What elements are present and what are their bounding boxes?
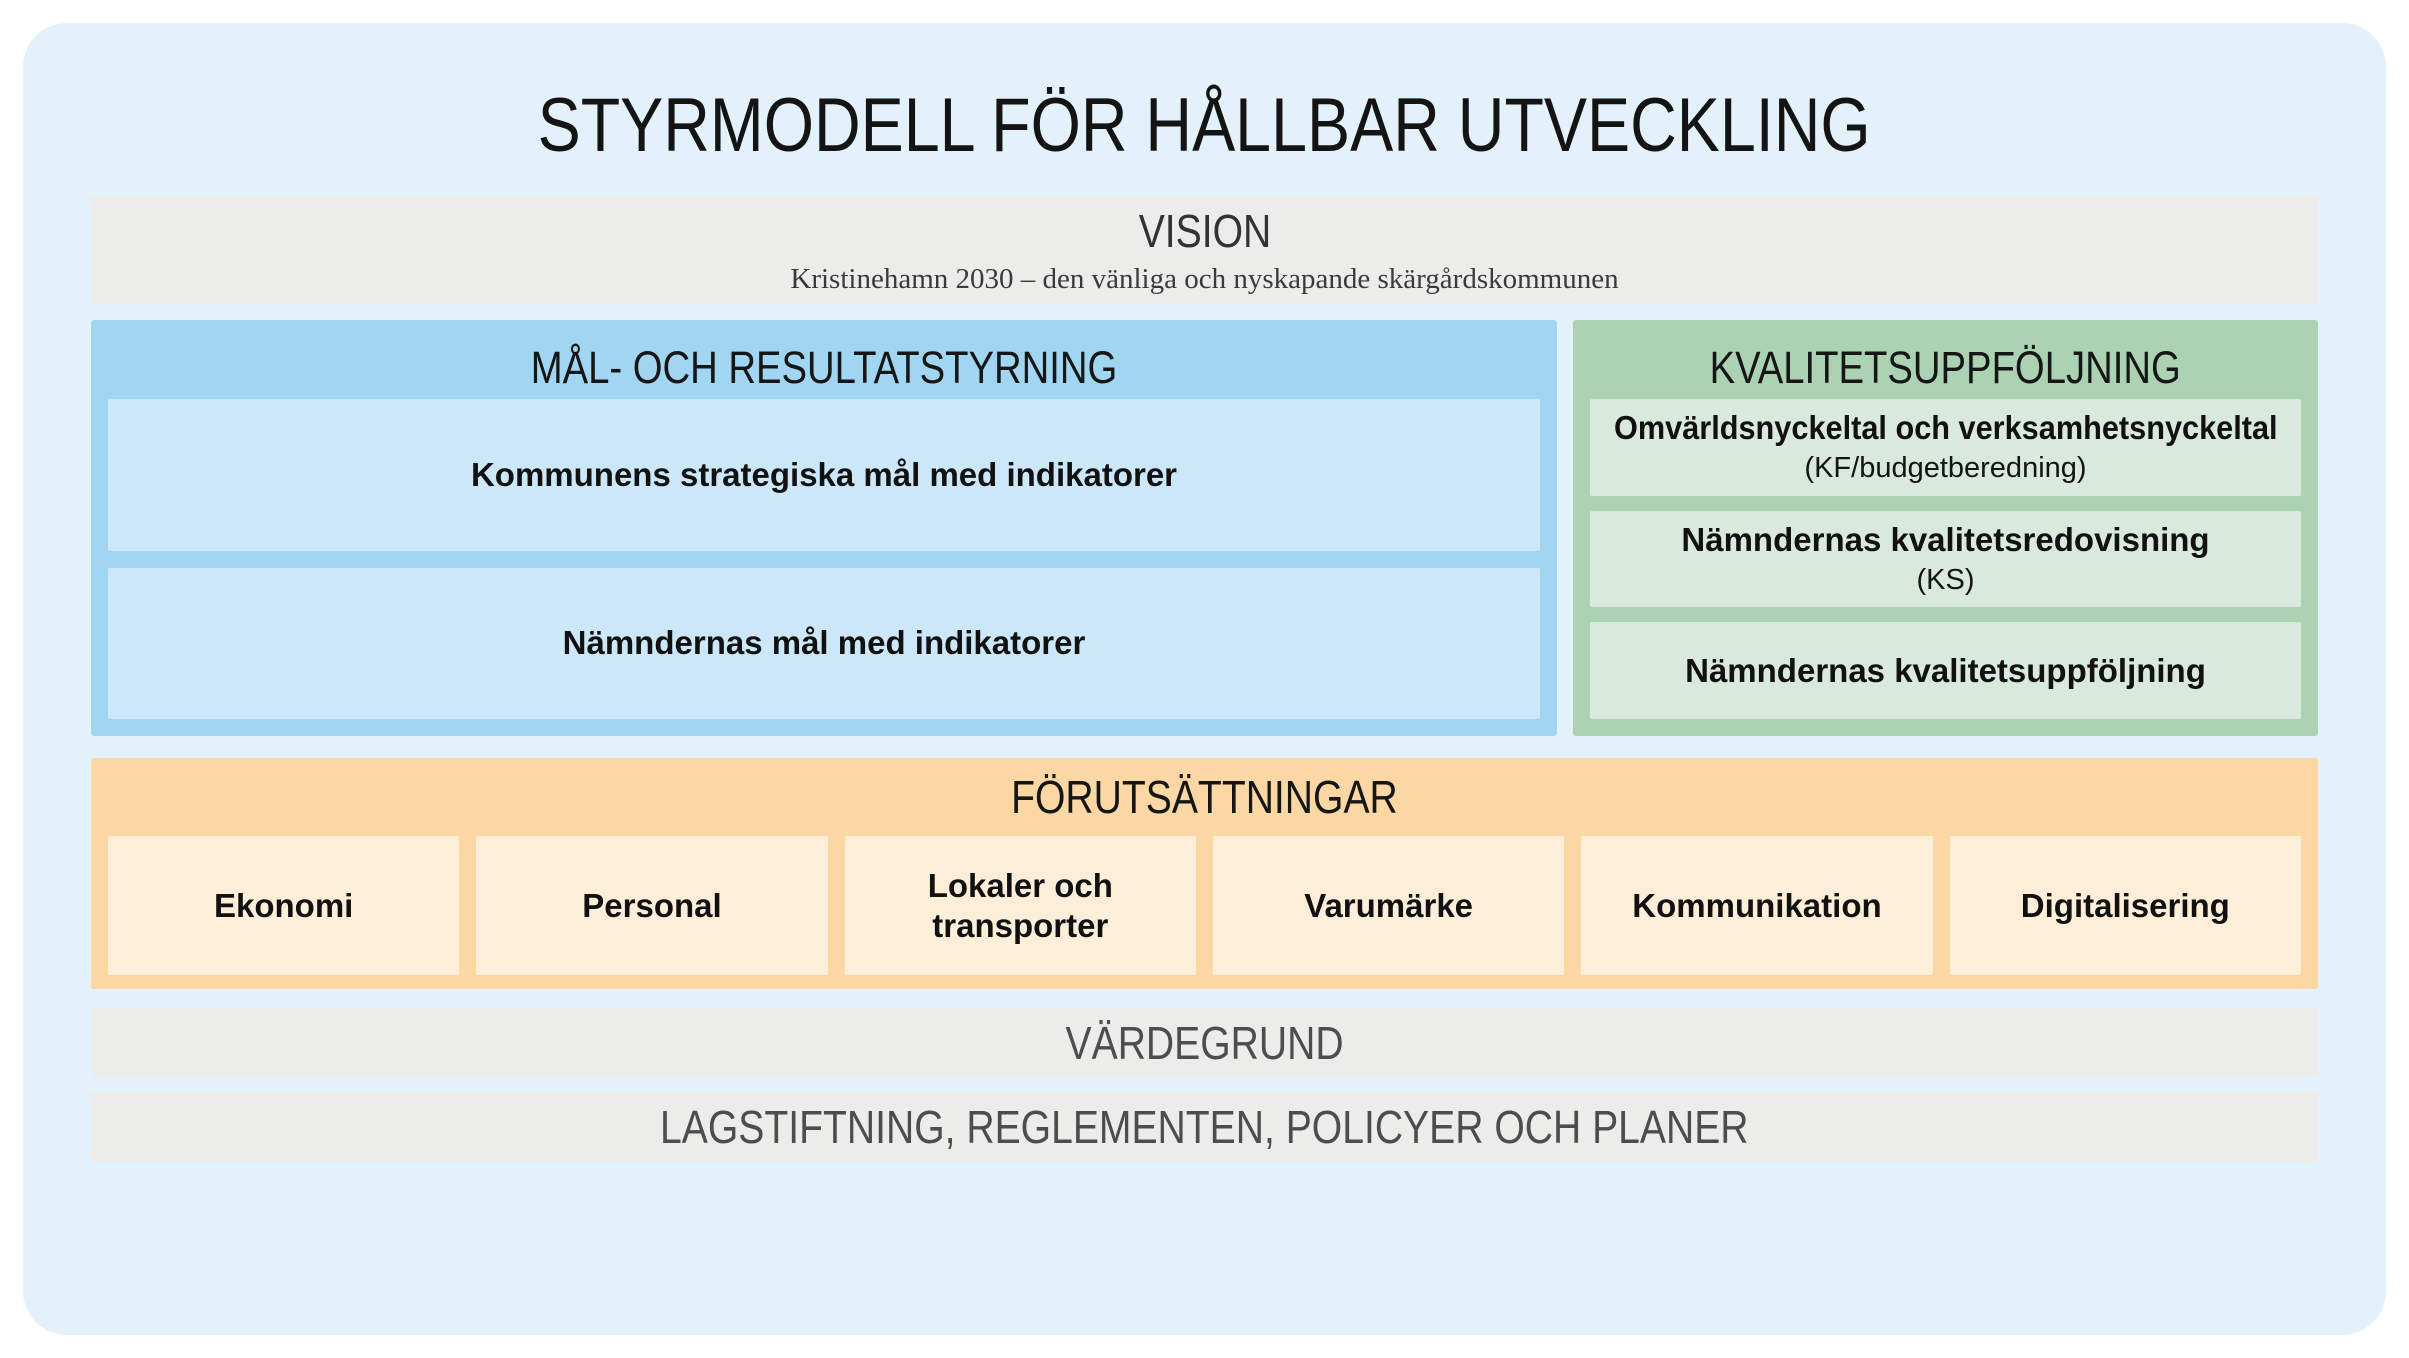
prereq-item-personnel: Personal bbox=[476, 836, 828, 975]
vision-heading: VISION bbox=[1138, 205, 1271, 257]
prereq-item-premises-transport: Lokaler och transporter bbox=[844, 836, 1196, 975]
quality-item-reporting: Nämndernas kvalitetsredovisning (KS) bbox=[1590, 510, 2301, 608]
prerequisites-heading-row: FÖRUTSÄTTNINGAR bbox=[108, 758, 2301, 836]
goal-item-strategic: Kommunens strategiska mål med indikatore… bbox=[108, 399, 1540, 551]
quality-item-label: Nämndernas kvalitetsredovisning bbox=[1681, 521, 2210, 558]
page-title: STYRMODELL FÖR HÅLLBAR UTVECKLING bbox=[538, 82, 1871, 168]
quality-panel-heading-row: KVALITETSUPPFÖLJNING bbox=[1590, 337, 2301, 399]
goal-item-label: Nämndernas mål med indikatorer bbox=[562, 624, 1086, 662]
prerequisites-items: Ekonomi Personal Lokaler och transporter… bbox=[108, 836, 2301, 975]
values-bar: VÄRDEGRUND bbox=[91, 1008, 2318, 1077]
quality-panel-heading: KVALITETSUPPFÖLJNING bbox=[1709, 342, 2182, 393]
prerequisites-heading: FÖRUTSÄTTNINGAR bbox=[1011, 771, 1398, 823]
main-row: MÅL- OCH RESULTATSTYRNING Kommunens stra… bbox=[91, 320, 2318, 736]
diagram-canvas: STYRMODELL FÖR HÅLLBAR UTVECKLING VISION… bbox=[23, 23, 2386, 1335]
quality-item-followup: Nämndernas kvalitetsuppföljning bbox=[1590, 622, 2301, 720]
goals-panel-heading: MÅL- OCH RESULTATSTYRNING bbox=[530, 342, 1118, 393]
quality-items: Omvärldsnyckeltal och verksamhetsnyckelt… bbox=[1590, 399, 2301, 720]
title-row: STYRMODELL FÖR HÅLLBAR UTVECKLING bbox=[91, 75, 2318, 175]
quality-panel: KVALITETSUPPFÖLJNING Omvärldsnyckeltal o… bbox=[1573, 320, 2318, 736]
legislation-bar-label: LAGSTIFTNING, REGLEMENTEN, POLICYER OCH … bbox=[660, 1101, 1749, 1153]
quality-item-label: Nämndernas kvalitetsuppföljning bbox=[1685, 651, 2206, 689]
legislation-bar: LAGSTIFTNING, REGLEMENTEN, POLICYER OCH … bbox=[91, 1092, 2318, 1162]
values-bar-label: VÄRDEGRUND bbox=[1065, 1016, 1344, 1069]
quality-item-label: Omvärldsnyckeltal och verksamhetsnyckelt… bbox=[1613, 409, 2278, 447]
goal-item-label: Kommunens strategiska mål med indikatore… bbox=[470, 455, 1178, 493]
vision-subtitle: Kristinehamn 2030 – den vänliga och nysk… bbox=[790, 263, 1619, 295]
goals-panel-heading-row: MÅL- OCH RESULTATSTYRNING bbox=[108, 337, 1540, 399]
prereq-item-digitalisation: Digitalisering bbox=[1949, 836, 2301, 975]
goals-panel: MÅL- OCH RESULTATSTYRNING Kommunens stra… bbox=[91, 320, 1557, 736]
vision-bar: VISION Kristinehamn 2030 – den vänliga o… bbox=[91, 196, 2318, 304]
quality-item-keyfigures: Omvärldsnyckeltal och verksamhetsnyckelt… bbox=[1590, 399, 2301, 496]
goal-item-boards: Nämndernas mål med indikatorer bbox=[108, 567, 1540, 719]
prereq-item-brand: Varumärke bbox=[1212, 836, 1565, 975]
prereq-item-communication: Kommunikation bbox=[1581, 836, 1933, 975]
quality-item-sublabel: (KS) bbox=[1916, 564, 1975, 596]
goals-items: Kommunens strategiska mål med indikatore… bbox=[108, 399, 1540, 719]
prerequisites-panel: FÖRUTSÄTTNINGAR Ekonomi Personal Lokaler… bbox=[91, 758, 2318, 989]
prereq-item-economy: Ekonomi bbox=[108, 836, 460, 975]
quality-item-sublabel: (KF/budgetberedning) bbox=[1804, 452, 2087, 485]
